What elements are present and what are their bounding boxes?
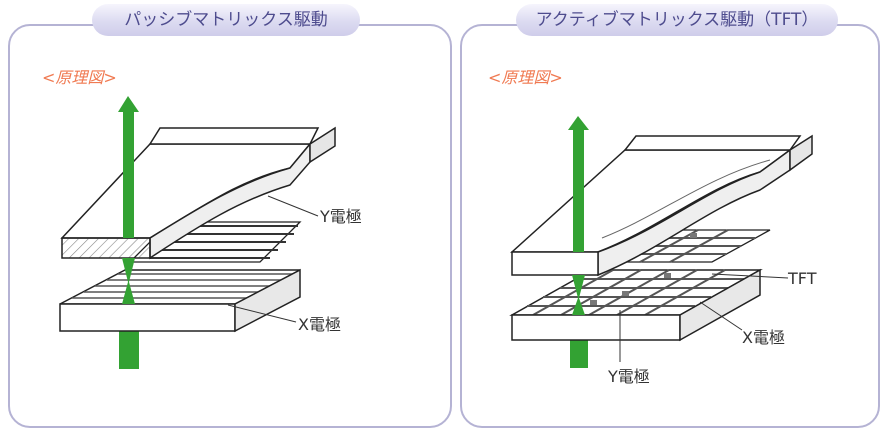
y-electrode-label: Y電極: [319, 207, 362, 226]
passive-principle-label: <原理図>: [42, 68, 117, 87]
passive-matrix-diagram: Y電極 X電極: [59, 96, 362, 369]
tft-grid-plate: [509, 268, 763, 342]
y-electrode-label: Y電極: [607, 367, 650, 386]
x-electrode-label: X電極: [298, 315, 341, 334]
active-principle-label: <原理図>: [488, 68, 563, 87]
light-beam-lower: [570, 338, 588, 368]
light-arrow: [118, 96, 139, 304]
active-matrix-diagram: TFT X電極 Y電極: [509, 116, 817, 386]
x-electrode-label: X電極: [742, 328, 785, 347]
light-beam-lower: [119, 331, 139, 369]
light-arrow: [568, 116, 589, 315]
x-electrode-plate: [59, 268, 301, 333]
active-matrix-title: アクティブマトリックス駆動（TFT）: [516, 4, 838, 36]
passive-matrix-title: パッシブマトリックス駆動: [92, 4, 360, 36]
tft-label: TFT: [787, 269, 817, 288]
